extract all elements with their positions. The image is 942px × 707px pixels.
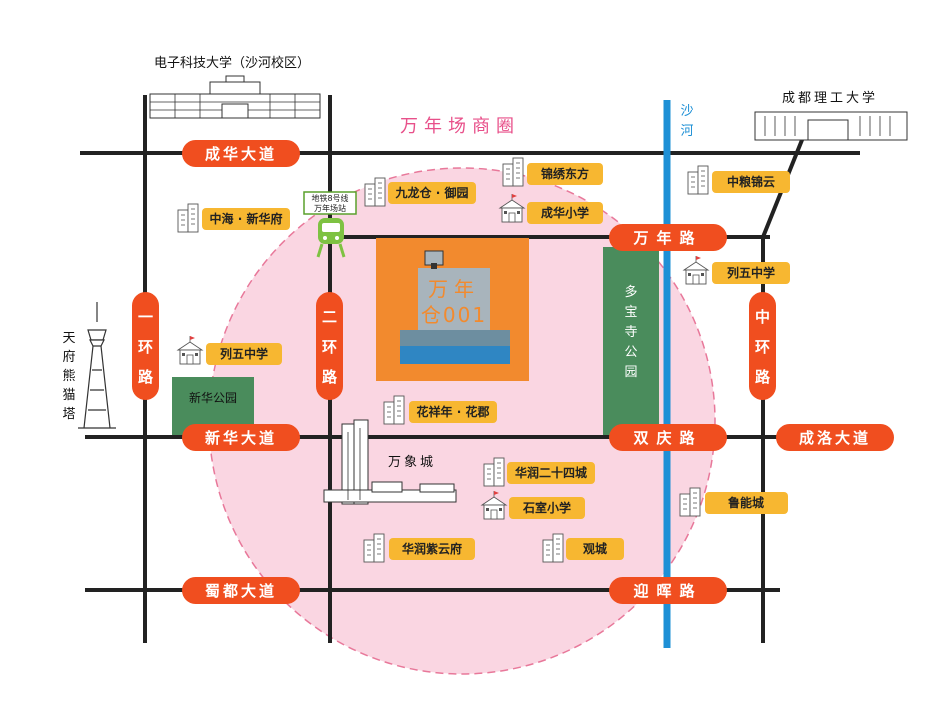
svg-text:一: 一 <box>138 308 153 326</box>
poi-huarunziyun: 华润紫云府 <box>363 533 475 563</box>
panda-tower-icon <box>78 302 116 429</box>
svg-text:华润紫云府: 华润紫云府 <box>402 541 462 556</box>
road-label-xinhua: 新华大道 <box>182 424 300 451</box>
poi-jinxiu: 锦绣东方 <box>502 157 603 187</box>
building-icon <box>687 165 709 195</box>
metro-station-label: 万年场站 <box>314 203 346 213</box>
cdut-label: 成都理工大学 <box>782 90 878 106</box>
svg-text:环: 环 <box>322 338 337 356</box>
panda-tower-label: 天 府 熊 猫 塔 <box>62 331 75 422</box>
svg-text:观城: 观城 <box>583 541 607 556</box>
svg-text:列五中学: 列五中学 <box>727 265 775 280</box>
road-label-chengluo: 成洛大道 <box>776 424 894 451</box>
metro-station: 地铁8号线 万年场站 <box>303 191 357 258</box>
xinhua-park-label: 新华公园 <box>189 390 237 405</box>
school-icon <box>683 255 709 285</box>
svg-text:华润二十四城: 华润二十四城 <box>515 465 587 480</box>
svg-text:成华小学: 成华小学 <box>541 205 589 220</box>
uestc-building-icon <box>149 75 321 119</box>
poi-guancheng: 观城 <box>542 533 624 563</box>
duobaosi-park <box>603 247 659 435</box>
svg-text:花祥年 · 花郡: 花祥年 · 花郡 <box>417 404 490 419</box>
road-label-chenghua: 成华大道 <box>182 140 300 167</box>
svg-text:新华大道: 新华大道 <box>205 429 277 447</box>
road-label-yinghui: 迎晖路 <box>609 577 727 604</box>
road-label-shuangqing: 双庆路 <box>609 424 727 451</box>
river-label-1: 沙 <box>680 104 693 119</box>
svg-text:环: 环 <box>138 338 153 356</box>
poi-jiulongcang: 九龙仓 · 御园 <box>364 177 476 207</box>
svg-text:宝: 宝 <box>624 305 637 320</box>
svg-text:公: 公 <box>624 345 637 360</box>
river-label-2: 河 <box>680 124 693 139</box>
svg-text:园: 园 <box>624 365 637 380</box>
mixc-label: 万象城 <box>388 455 436 470</box>
school-icon <box>177 335 203 365</box>
metro-line-label: 地铁8号线 <box>311 193 348 203</box>
svg-text:猫: 猫 <box>62 388 75 403</box>
road-label-yihuan: 一 环 路 <box>132 292 159 400</box>
svg-text:天: 天 <box>62 331 75 346</box>
svg-text:鲁能城: 鲁能城 <box>727 495 764 510</box>
svg-text:锦绣东方: 锦绣东方 <box>541 166 589 181</box>
svg-text:府: 府 <box>62 350 75 365</box>
building-icon <box>177 203 199 233</box>
building-icon <box>502 157 524 187</box>
mixc-building-icon <box>323 419 457 505</box>
road-label-shudu: 蜀都大道 <box>182 577 300 604</box>
svg-text:列五中学: 列五中学 <box>220 346 268 361</box>
svg-text:路: 路 <box>755 368 771 386</box>
cdut-building-icon <box>754 111 908 141</box>
project-building-icon <box>400 250 510 364</box>
svg-text:熊: 熊 <box>62 368 75 384</box>
road-label-zhonghuan: 中 环 路 <box>749 292 776 400</box>
project-name-line2: 仓001 <box>421 303 487 327</box>
poi-zhonghai: 中海 · 新华府 <box>177 203 290 233</box>
svg-text:二: 二 <box>322 308 337 326</box>
poi-huaxiangnian: 花祥年 · 花郡 <box>383 395 497 425</box>
svg-text:迎晖路: 迎晖路 <box>633 582 702 600</box>
project-name-line1: 万年 <box>428 277 480 301</box>
poi-liewu-east: 列五中学 <box>683 255 790 285</box>
svg-text:石室小学: 石室小学 <box>522 500 571 515</box>
svg-text:双庆路: 双庆路 <box>633 429 702 447</box>
svg-text:九龙仓 · 御园: 九龙仓 · 御园 <box>395 185 469 200</box>
building-icon <box>364 177 386 207</box>
svg-text:路: 路 <box>322 368 338 386</box>
svg-text:路: 路 <box>138 368 154 386</box>
district-title: 万年场商圈 <box>400 116 520 137</box>
poi-huarun24: 华润二十四城 <box>483 457 595 487</box>
svg-text:环: 环 <box>755 338 770 356</box>
svg-text:万年路: 万年路 <box>632 229 702 247</box>
poi-liewu-west: 列五中学 <box>177 335 282 365</box>
svg-text:成华大道: 成华大道 <box>205 145 277 163</box>
svg-text:中: 中 <box>755 308 770 326</box>
svg-text:成洛大道: 成洛大道 <box>799 429 871 447</box>
svg-text:蜀都大道: 蜀都大道 <box>205 582 277 600</box>
duobaosi-park-label: 多 宝 寺 公 园 <box>624 284 637 380</box>
svg-text:寺: 寺 <box>624 325 637 340</box>
svg-text:塔: 塔 <box>62 407 75 422</box>
poi-zhongliang: 中粮锦云 <box>687 165 790 195</box>
uestc-label: 电子科技大学（沙河校区） <box>154 55 310 71</box>
svg-text:中粮锦云: 中粮锦云 <box>727 174 775 189</box>
road-label-wannian: 万年路 <box>609 224 727 251</box>
poi-luneng: 鲁能城 <box>679 487 788 517</box>
poi-chenghua-school: 成华小学 <box>499 193 603 224</box>
svg-text:中海 · 新华府: 中海 · 新华府 <box>210 211 283 226</box>
train-icon <box>316 218 346 258</box>
svg-text:多: 多 <box>624 284 637 300</box>
poi-shishi: 石室小学 <box>481 490 585 520</box>
road-label-erhuan: 二 环 路 <box>316 292 343 400</box>
